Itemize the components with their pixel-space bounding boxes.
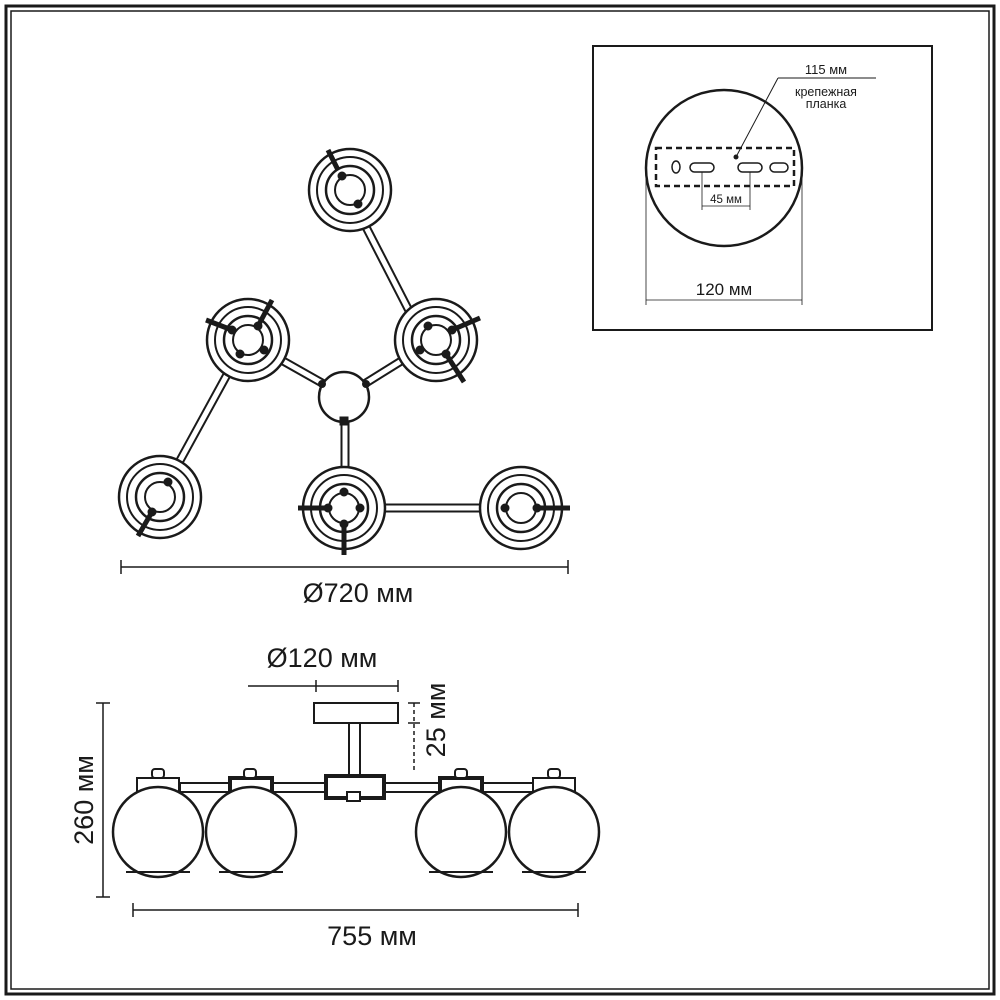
outer-frame bbox=[4, 4, 996, 996]
shade-bottom-right bbox=[478, 465, 570, 551]
bracket-length-label: 115 мм bbox=[805, 62, 847, 77]
bracket-leader-line bbox=[735, 77, 779, 158]
canopy-diameter-label: Ø120 мм bbox=[267, 643, 378, 673]
dimension-total-width bbox=[132, 903, 579, 917]
hole-spacing-label: 45 мм bbox=[710, 194, 742, 206]
central-hub bbox=[317, 370, 371, 424]
globe-2 bbox=[204, 768, 298, 879]
bracket-label-line2: планка bbox=[806, 97, 847, 111]
total-width-label: 755 мм bbox=[327, 921, 417, 951]
mounting-inset: 115 мм крепежная планка 45 мм 120 мм bbox=[592, 45, 933, 331]
shade-bottom-center bbox=[298, 465, 387, 555]
globe-1 bbox=[111, 768, 205, 879]
shade-left bbox=[205, 297, 291, 383]
canopy-width-label: 120 мм bbox=[696, 280, 752, 299]
shade-right bbox=[393, 297, 481, 384]
bracket-label-line1: крепежная bbox=[795, 85, 857, 99]
globe-4 bbox=[507, 768, 601, 879]
total-height-label: 260 мм bbox=[69, 755, 99, 845]
canopy-circle bbox=[644, 88, 804, 248]
globe-3 bbox=[414, 768, 508, 879]
dimension-total-height bbox=[96, 702, 110, 898]
bracket-slot-3 bbox=[769, 162, 789, 173]
top-view bbox=[117, 147, 570, 555]
inner-frame bbox=[10, 10, 990, 990]
canopy-plate bbox=[313, 702, 399, 724]
dimension-canopy-diameter bbox=[248, 680, 399, 692]
bracket-hole-1 bbox=[671, 160, 681, 174]
dimension-diameter-top bbox=[120, 560, 569, 574]
side-view bbox=[111, 702, 601, 879]
mounting-bracket bbox=[654, 146, 796, 188]
diameter-top-label: Ø720 мм bbox=[303, 578, 414, 608]
dimension-canopy-height bbox=[408, 702, 420, 772]
shade-top bbox=[307, 147, 393, 233]
canopy-height-label: 25 мм bbox=[421, 683, 451, 758]
stem bbox=[348, 722, 361, 778]
shade-bottom-left bbox=[117, 454, 203, 540]
